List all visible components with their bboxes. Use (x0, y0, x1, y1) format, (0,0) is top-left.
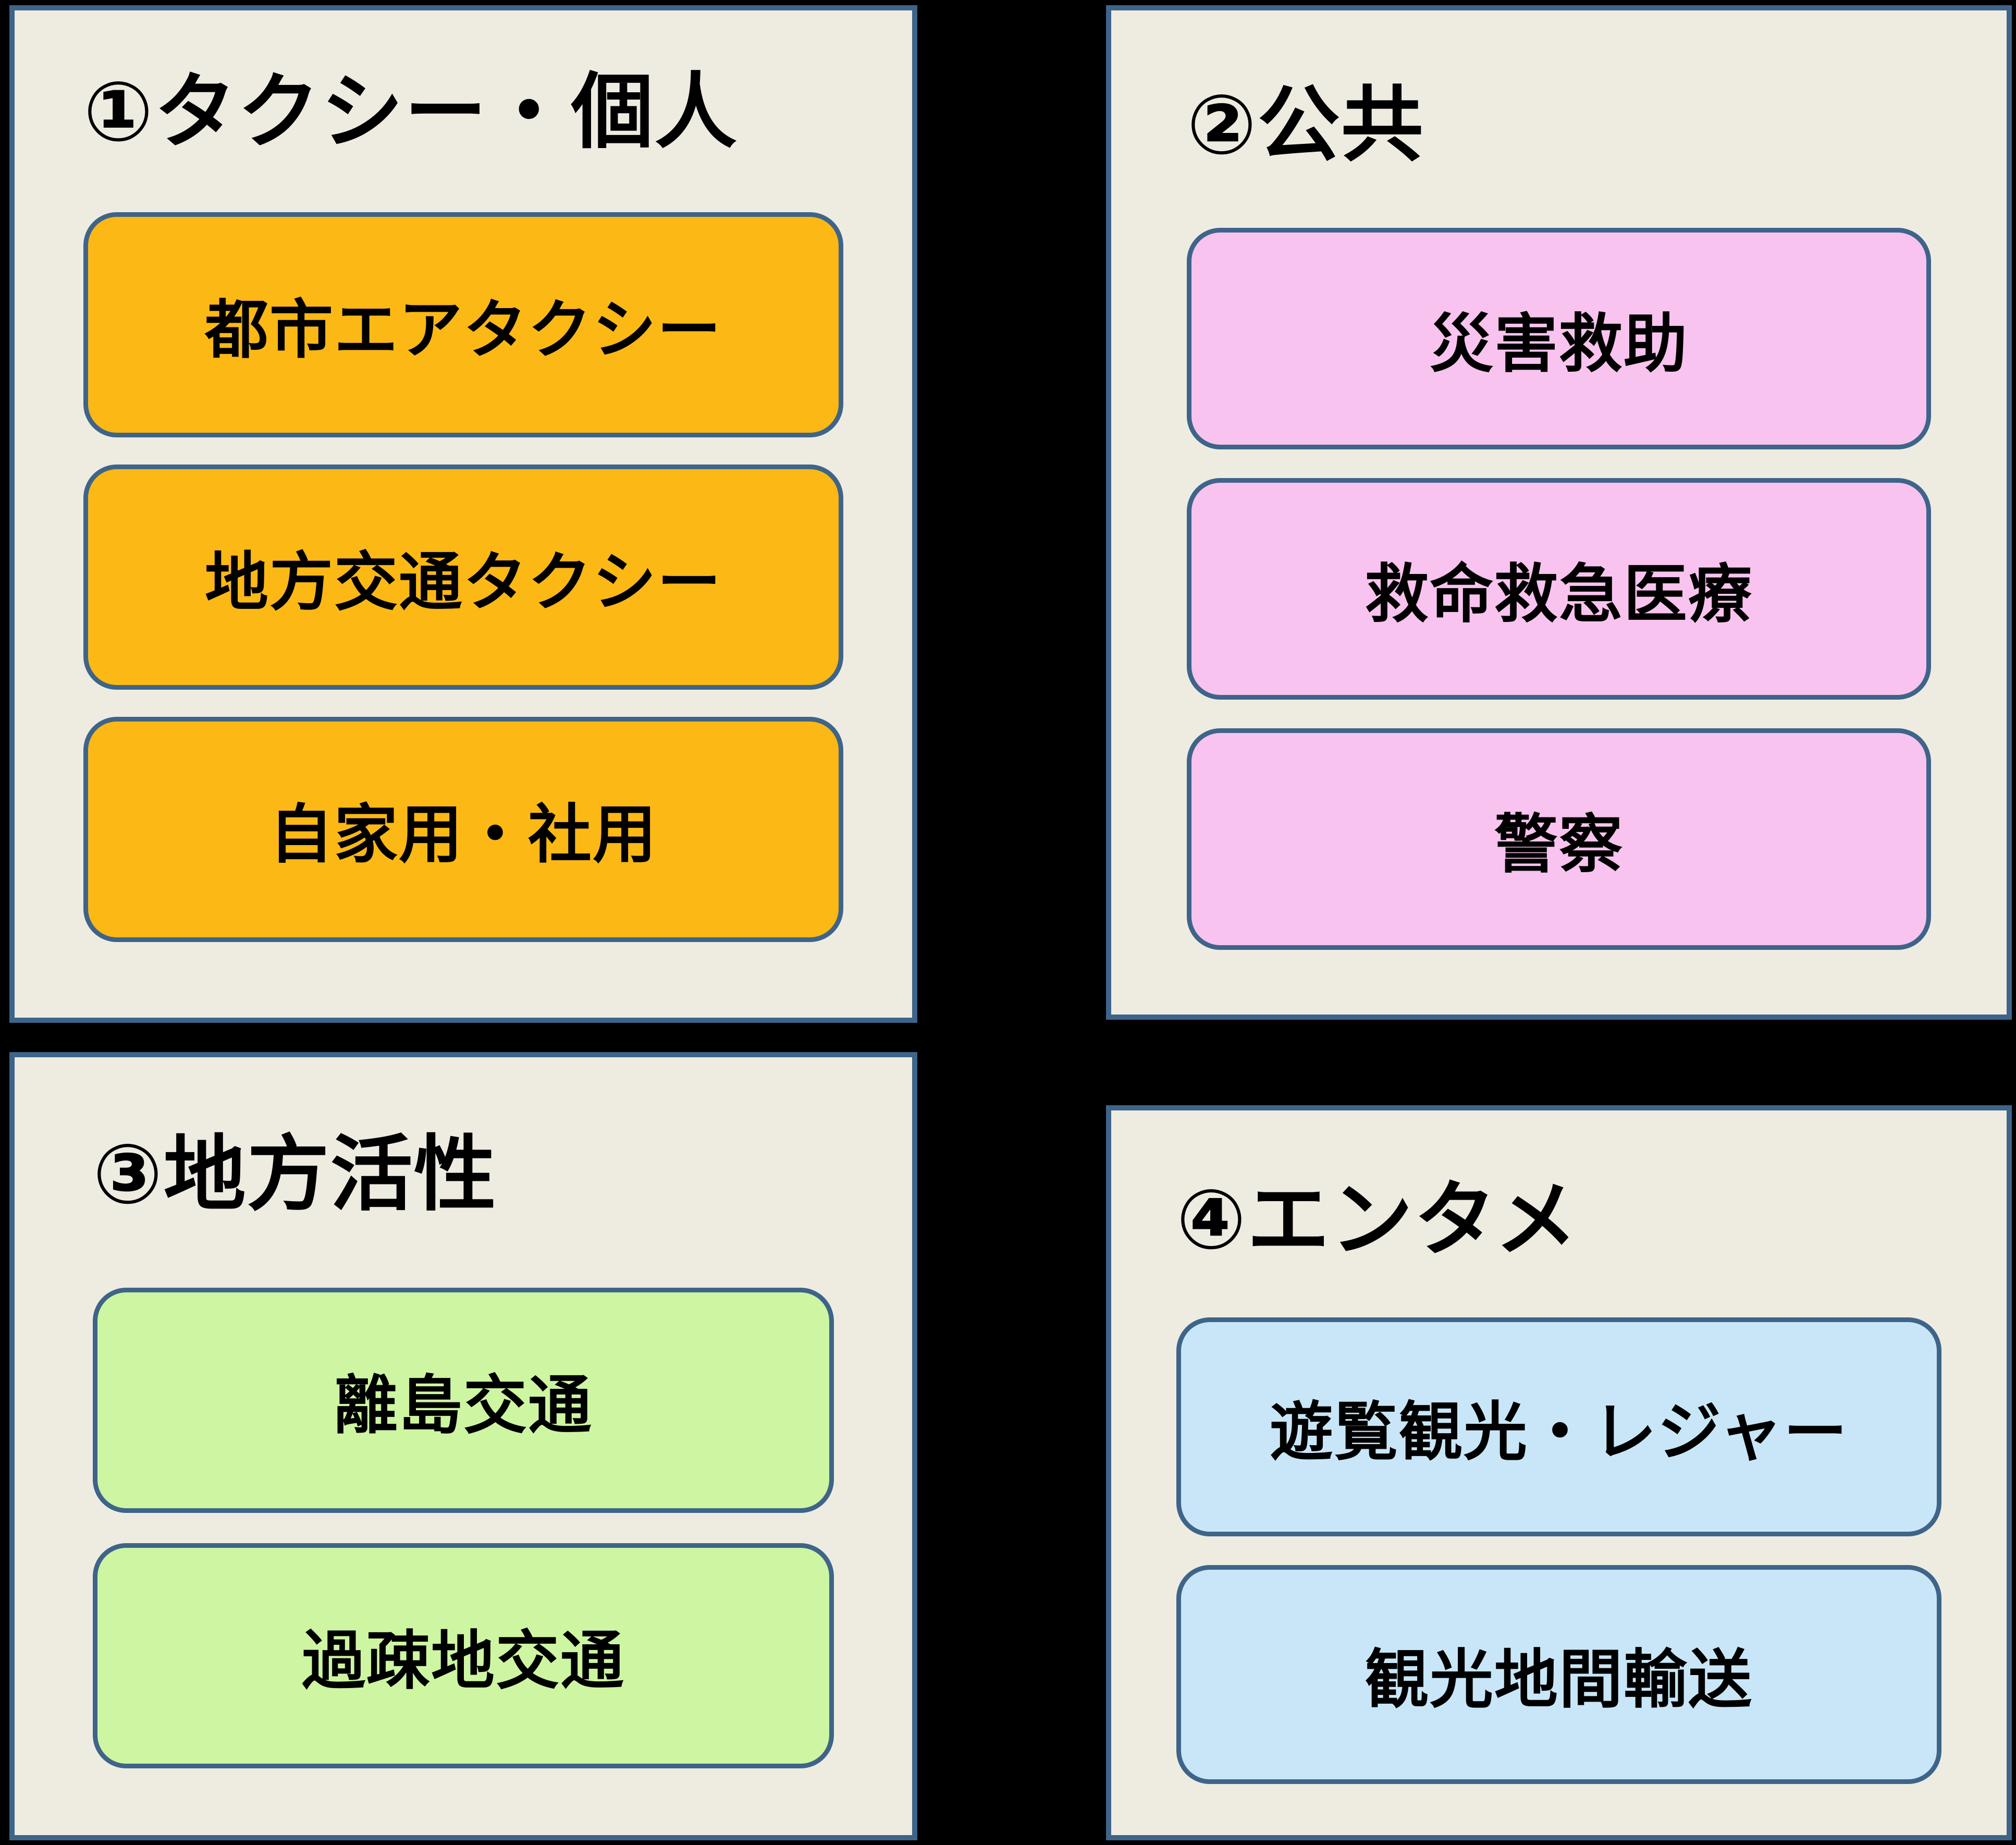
item-disaster-rescue: 災害救助 (1187, 227, 1931, 449)
panel-entertainment: ④エンタメ 遊覧観光・レジャー 観光地間輸送 (1106, 1105, 2012, 1840)
panel-regional-revitalization-title: ③地方活性 (93, 1129, 497, 1220)
item-private-company-use: 自家用・社用 (83, 716, 843, 942)
item-police-label: 警察 (1494, 809, 1624, 880)
item-remote-island-transport-label: 離島交通 (334, 1370, 593, 1441)
item-urban-air-taxi: 都市エアタクシー (83, 212, 843, 437)
item-sightseeing-leisure: 遊覧観光・レジャー (1176, 1317, 1941, 1536)
item-emergency-medical: 救命救急医療 (1187, 478, 1931, 700)
panel-public-items: 災害救助 救命救急医療 警察 (1187, 227, 1931, 950)
item-regional-transport-taxi-label: 地方交通タクシー (205, 547, 722, 618)
panel-regional-revitalization: ③地方活性 離島交通 過疎地交通 (9, 1052, 917, 1840)
item-disaster-rescue-label: 災害救助 (1430, 308, 1688, 380)
panel-entertainment-items: 遊覧観光・レジャー 観光地間輸送 (1176, 1317, 1941, 1784)
panel-taxi-personal: ①タクシー・個人 都市エアタクシー 地方交通タクシー 自家用・社用 (9, 5, 917, 1023)
item-remote-island-transport: 離島交通 (93, 1287, 834, 1513)
item-intersite-tourist-transport-label: 観光地間輸送 (1365, 1644, 1753, 1716)
item-urban-air-taxi-label: 都市エアタクシー (205, 295, 722, 366)
panel-public: ②公共 災害救助 救命救急医療 警察 (1106, 5, 2012, 1020)
item-emergency-medical-label: 救命救急医療 (1365, 558, 1753, 630)
item-private-company-use-label: 自家用・社用 (269, 799, 657, 871)
item-regional-transport-taxi: 地方交通タクシー (83, 464, 843, 690)
panel-public-title: ②公共 (1187, 79, 1424, 171)
item-sightseeing-leisure-label: 遊覧観光・レジャー (1270, 1397, 1848, 1468)
item-depopulated-area-transport-label: 過疎地交通 (302, 1626, 625, 1697)
item-depopulated-area-transport: 過疎地交通 (93, 1543, 834, 1768)
panel-entertainment-title: ④エンタメ (1176, 1174, 1579, 1266)
item-intersite-tourist-transport: 観光地間輸送 (1176, 1565, 1941, 1784)
panel-taxi-personal-title: ①タクシー・個人 (83, 66, 738, 158)
panel-taxi-personal-items: 都市エアタクシー 地方交通タクシー 自家用・社用 (83, 212, 843, 945)
panel-regional-revitalization-items: 離島交通 過疎地交通 (93, 1287, 834, 1768)
item-police: 警察 (1187, 728, 1931, 950)
